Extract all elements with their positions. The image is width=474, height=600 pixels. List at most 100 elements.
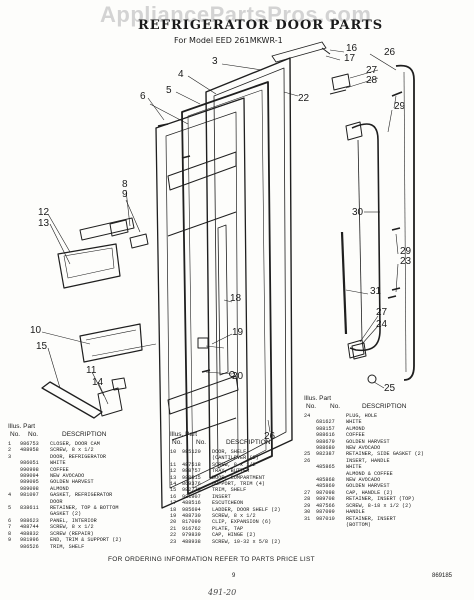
part-number: 488744 (20, 524, 39, 531)
part-description: SCREW, 10-32 x 5/8 (2) (212, 538, 281, 545)
callout-20: 20 (232, 371, 244, 382)
right-table-header-desc: DESCRIPTION (362, 403, 407, 410)
part-description: CLOSER, DOOR CAM (50, 441, 100, 447)
part-number: 989708 (316, 496, 335, 503)
part-number: 986051 (20, 460, 39, 467)
part-number: 988757 (182, 468, 201, 475)
illus-number: 22 (170, 532, 177, 539)
shelf-trim (41, 381, 103, 419)
illus-number: 21 (170, 525, 177, 532)
part-number: 488730 (182, 513, 201, 520)
part-description: SCREW (REPAIR) (50, 530, 94, 537)
part-description: COFFEE (346, 432, 365, 439)
part-number: 681627 (316, 419, 335, 426)
part-description: GASKET, REFRIGERATOR (50, 492, 113, 499)
part-description: DOOR (50, 498, 63, 505)
part-description: CAP, HINGE (2) (212, 532, 256, 539)
right-table-header-no: No. (306, 403, 317, 410)
callout-15: 15 (36, 341, 48, 352)
mid-table-header-illus: Illus. Part (170, 431, 198, 438)
door-shelf (79, 323, 143, 363)
part-number: 987098 (316, 489, 335, 496)
part-number: 986753 (20, 441, 39, 447)
illus-number: 2 (8, 447, 12, 454)
callout-18: 18 (230, 293, 242, 304)
part-number: 987099 (316, 509, 335, 516)
part-description: DOOR, REFRIGERATOR (50, 453, 107, 460)
illus-number: 6 (8, 517, 12, 524)
part-description: (BOTTOM) (346, 521, 371, 528)
parts-table-left: 1 986753 CLOSER, DOOR CAM 2 488958 SCREW, 8 x… (8, 441, 168, 550)
callout-24: 25 (384, 383, 396, 394)
illus-number: 29 (304, 502, 311, 509)
part-number: 488832 (20, 530, 39, 537)
part-number: 981907 (182, 493, 201, 500)
illus-number: 19 (170, 513, 177, 520)
callout-16: 16 (346, 43, 358, 54)
part-description: RETAINER, SIDE GASKET (2) (346, 451, 424, 458)
left-table-header-no: No. (10, 431, 21, 438)
part-description: SCREW, 8 x 1/2 (50, 447, 94, 454)
callout-30: 30 (352, 207, 364, 218)
parts-table-row: 2 488958 SCREW, 8 x 1/2 (8, 447, 168, 453)
illus-number: 4 (8, 492, 12, 499)
part-number: 487566 (316, 502, 335, 509)
butter-tray (57, 243, 121, 289)
illus-number: 1 (8, 441, 12, 447)
callout-28: 28 (366, 75, 378, 86)
part-number: 488516 (182, 500, 201, 507)
ordering-notice: FOR ORDERING INFORMATION REFER TO PARTS … (108, 556, 315, 563)
part-description: DOOR, COMPARTMENT (212, 474, 265, 481)
part-description: WHITE (50, 460, 66, 467)
callout-9: 9 (122, 189, 128, 200)
diagram-title: REFRIGERATOR DOOR PARTS (138, 18, 384, 33)
illus-number: 9 (8, 537, 12, 544)
part-description: INSERT (212, 493, 231, 500)
part-number: 988623 (20, 517, 39, 524)
part-number: 982387 (316, 451, 335, 458)
callout-3: 3 (212, 56, 218, 67)
part-description: GOLDEN HARVEST (346, 483, 390, 490)
handle-insert (395, 64, 415, 381)
part-number: 488958 (20, 447, 39, 454)
part-number: 988679 (316, 438, 335, 445)
part-description: PLATE, TAP (212, 525, 244, 532)
mid-table-header-partno: No. (196, 439, 207, 446)
callout-8: 8 (122, 179, 128, 190)
part-description: TRIM, SHELF (212, 487, 247, 494)
parts-table-row: DOOR (8, 499, 168, 505)
callout-29-bottom: 29 (400, 246, 412, 257)
callout-6: 6 (140, 91, 146, 102)
illus-number: 3 (8, 453, 12, 460)
part-description: HANDLE (346, 509, 365, 516)
part-number: 988157 (316, 425, 335, 432)
callout-26: 26 (384, 47, 396, 58)
illus-number: 30 (304, 509, 311, 516)
illus-number: 23 (170, 538, 177, 545)
